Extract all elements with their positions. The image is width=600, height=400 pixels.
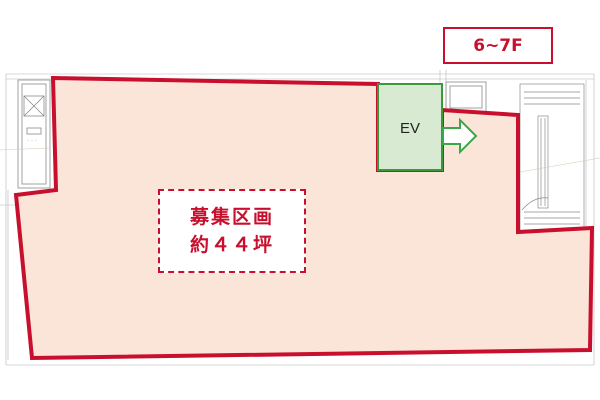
background-hatch: [0, 147, 600, 173]
elevator-label: EV: [399, 119, 420, 137]
left-utility-room: [17, 79, 51, 189]
right-arrow-icon: [442, 117, 478, 155]
staircase-icon: [519, 83, 585, 235]
right-service-room: [445, 81, 487, 113]
rental-area-label: 募集区画 約４４坪: [158, 189, 306, 273]
floor-label: 6~7F: [443, 27, 553, 64]
utility-annotation: ・・・: [26, 138, 38, 143]
rental-area-size: 約４４坪: [189, 234, 274, 256]
rental-area-title: 募集区画: [189, 206, 274, 228]
elevator-box: [377, 83, 443, 171]
